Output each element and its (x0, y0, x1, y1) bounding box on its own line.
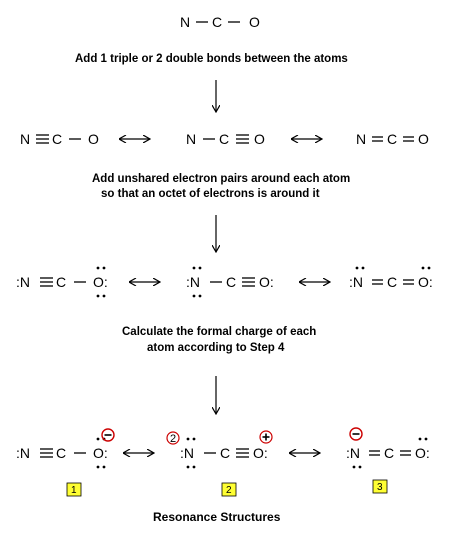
atom-o-with-pair: O: (253, 445, 268, 461)
atom-c: C (387, 131, 397, 147)
atom-n: N (356, 131, 366, 147)
resonance-title: Resonance Structures (153, 510, 281, 524)
atom-o-with-pair: O: (415, 445, 430, 461)
structure-label-3: 3 (372, 479, 388, 494)
atom-n-with-pair: :N (180, 445, 194, 461)
row3-structure-b: 2 :N C O: (166, 430, 273, 469)
step2-caption-line1: Add unshared electron pairs around each … (92, 173, 350, 185)
atom-o-with-pair: O: (93, 445, 108, 461)
step2-caption-line2: so that an octet of electrons is around … (101, 188, 320, 200)
atom-c: C (219, 131, 229, 147)
atom-n: N (186, 131, 196, 147)
svg-text:1: 1 (71, 485, 77, 496)
atom-c: C (387, 274, 397, 290)
row2-structure-b: :N C O: (186, 266, 274, 298)
atom-o-with-pair: O: (259, 274, 274, 290)
atom-o-with-pair: O: (418, 274, 433, 290)
atom-o: O (249, 14, 260, 30)
row1-structure-c: N C O (356, 131, 429, 147)
row3-structure-a: :N C O: (16, 428, 115, 469)
row2-structure-a: :N C O: (16, 266, 108, 298)
svg-text:2: 2 (226, 485, 232, 496)
atom-n: N (180, 14, 190, 30)
row1-structure-a: N C O (20, 131, 99, 147)
atom-o: O (254, 131, 265, 147)
svg-text:2: 2 (170, 433, 176, 445)
step3-caption-line2: atom according to Step 4 (147, 342, 285, 354)
row3-structure-c: :N C O: (346, 427, 430, 469)
atom-n-with-pair: :N (346, 445, 360, 461)
atom-c: C (384, 445, 394, 461)
atom-n-with-pair: :N (16, 274, 30, 290)
skeleton-structure: N C O (180, 14, 260, 30)
atom-c: C (226, 274, 236, 290)
formal-charge-two: 2 (166, 431, 180, 445)
row2-structure-c: :N C O: (349, 266, 433, 290)
atom-c: C (212, 14, 222, 30)
negative-charge-icon (349, 427, 363, 441)
structure-label-1: 1 (66, 482, 82, 497)
positive-charge-icon (259, 430, 273, 444)
atom-o: O (418, 131, 429, 147)
atom-c: C (52, 131, 62, 147)
atom-c: C (56, 274, 66, 290)
svg-text:3: 3 (377, 482, 383, 493)
atom-o: O (88, 131, 99, 147)
step3-caption-line1: Calculate the formal charge of each (122, 326, 316, 338)
atom-n: N (20, 131, 30, 147)
atom-c: C (56, 445, 66, 461)
row1-structure-b: N C O (186, 131, 265, 147)
atom-n-with-pair: :N (186, 274, 200, 290)
atom-o-with-pair: O: (93, 274, 108, 290)
atom-c: C (220, 445, 230, 461)
step1-caption: Add 1 triple or 2 double bonds between t… (75, 53, 348, 65)
atom-n-with-pair: :N (349, 274, 363, 290)
atom-n-with-pair: :N (16, 445, 30, 461)
negative-charge-icon (101, 428, 115, 442)
structure-label-2: 2 (221, 482, 237, 497)
